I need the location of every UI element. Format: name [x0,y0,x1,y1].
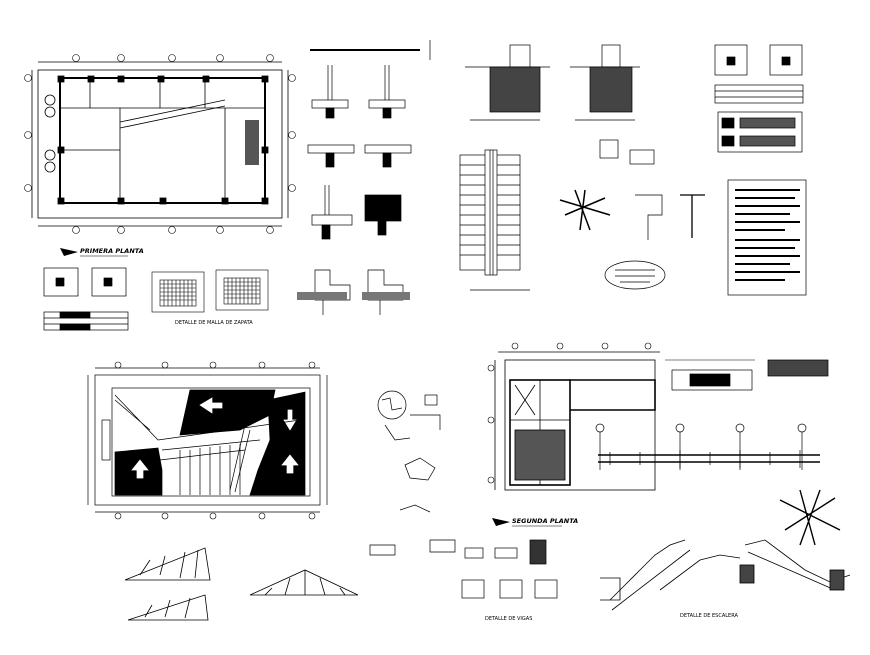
wall-footing-sections [459,44,640,291]
beam-elevation [595,359,829,470]
second-floor-plan [487,342,660,491]
beams-detail-label: DETALLE DE VIGAS [485,616,532,622]
rebar-details [559,139,705,290]
north-arrow-icon [492,518,510,526]
second-floor-title-text: SEGUNDA PLANTA [512,517,578,525]
second-floor-title: SEGUNDA PLANTA [492,517,578,527]
first-floor-title-text: PRIMERA PLANTA [80,247,144,255]
roof-trusses [124,547,359,621]
first-floor-title: PRIMERA PLANTA [60,247,144,257]
rebar-intersection-icon [779,489,841,546]
stair-detail-label: DETALLE DE ESCALERA [680,613,738,619]
footing-details [43,267,129,331]
footing-mesh-label: DETALLE DE MALLA DE ZAPATA [175,320,253,326]
column-sections [297,40,431,315]
footing-schedule [714,44,807,296]
first-floor-plan [24,54,296,234]
stair-detail [600,539,851,611]
roof-slope-arrow-icon [131,397,299,479]
north-arrow-icon [60,248,78,256]
footing-mesh-detail [151,269,269,313]
beam-joint-details [369,390,558,599]
roof-plan [87,361,328,520]
